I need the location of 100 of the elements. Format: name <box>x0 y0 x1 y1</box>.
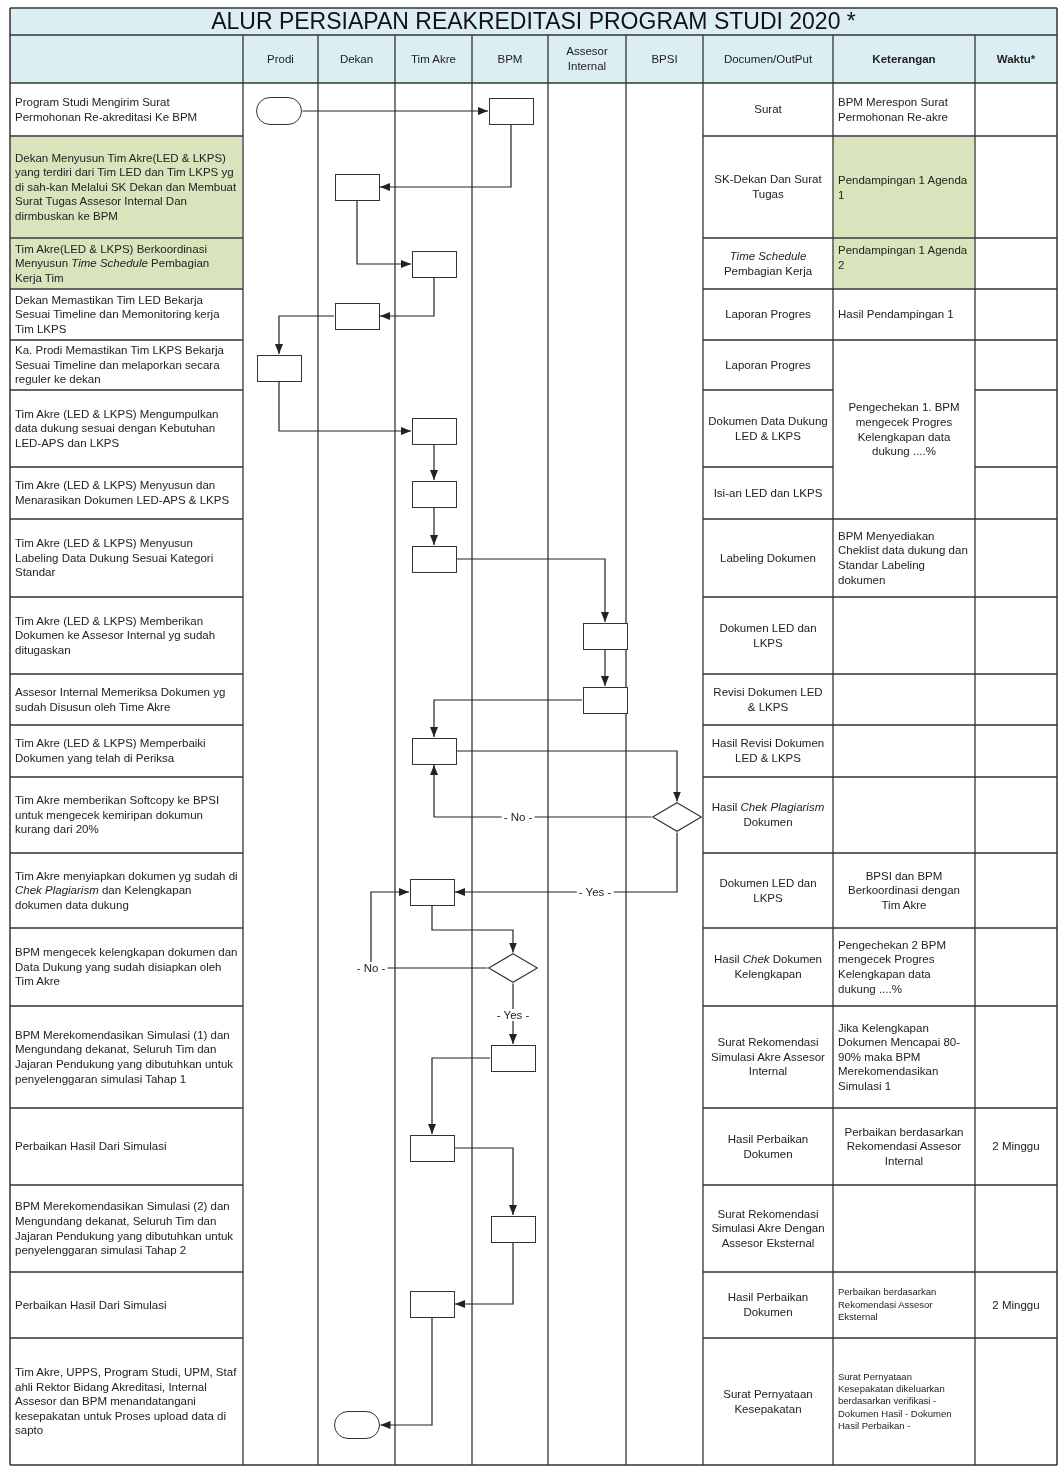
output-document: Revisi Dokumen LED & LKPS <box>712 684 824 715</box>
process-box <box>488 97 534 125</box>
remark-note: Perbaikan berdasarkan Rekomendasi Assesor Internal <box>843 1124 965 1169</box>
lane-header: Assesor Internal <box>565 44 609 74</box>
edge-label: - Yes - <box>576 886 614 898</box>
step-description: Ka. Prodi Memastikan Tim LKPS Bekarja Sesuai Timeline dan melaporkan secara reguler ke dekan <box>15 343 225 387</box>
lane-header: Tim Akre <box>410 51 457 67</box>
remark-note: Pendampingan 1 Agenda 1 <box>838 173 969 203</box>
remark-note: BPM Menyediakan Cheklist data dukung dan Standar Labeling dokumen <box>838 528 969 588</box>
process-box <box>409 878 455 906</box>
arrow <box>456 750 681 803</box>
arrow <box>301 107 489 115</box>
arrow <box>454 1147 517 1216</box>
process-box <box>334 302 380 330</box>
column-header: Keterangan <box>871 51 937 67</box>
step-description: BPM Merekomendasikan Simulasi (2) dan Mengundang dekanat, Seluruh Tim dan Jajaran Pendukung yang dibutuhkan untuk penyelenggaran simulasi Tahap 2 <box>15 1199 235 1258</box>
output-document: SK-Dekan Dan Surat Tugas <box>713 172 823 202</box>
process-box <box>582 622 628 650</box>
output-document: Laporan Progres <box>724 307 812 322</box>
arrow <box>356 200 412 268</box>
output-document: Hasil Perbaikan Dokumen <box>726 1290 810 1320</box>
remark-note: Perbaikan berdasarkan Rekomendasi Assesor Eksternal <box>838 1286 938 1324</box>
arrow <box>428 1057 491 1135</box>
output-document: Surat Rekomendasi Simulasi Akre Dengan Assesor Eksternal <box>710 1206 826 1251</box>
column-header: Documen/OutPut <box>722 51 814 67</box>
step-description: Perbaikan Hasil Dari Simulasi <box>15 1139 168 1154</box>
output-document: Surat <box>753 102 783 117</box>
output-document: Hasil Chek Plagiarism Dokumen <box>710 800 826 830</box>
process-box <box>582 686 628 714</box>
arrow <box>379 124 512 191</box>
process-box <box>411 250 457 278</box>
output-document: Laporan Progres <box>724 357 812 373</box>
step-description: Program Studi Mengirim Surat Permohonan Re-akreditasi Ke BPM <box>15 94 199 125</box>
process-box <box>409 1290 455 1318</box>
step-description: Tim Akre (LED & LKPS) Memberikan Dokumen ke Assesor Internal yg sudah ditugaskan <box>15 613 217 658</box>
edge-label: - No - <box>501 811 535 823</box>
lane-header: Dekan <box>338 51 375 67</box>
step-description: Tim Akre (LED & LKPS) Menyusun Labeling Data Dukung Sesuai Kategori Standar <box>15 536 215 580</box>
remark-note: Surat Pernyataan Kesepakatan dikeluarkan berdasarkan verifikasi - Dokumen Hasil - Dokumen Hasil Perbaikan - <box>838 1370 953 1433</box>
process-box <box>256 354 302 382</box>
arrow <box>601 649 609 687</box>
step-description: BPM mengecek kelengkapan dokumen dan Data Dukung yang sudah disiapkan oleh Tim Akre <box>15 945 238 989</box>
step-description: Perbaikan Hasil Dari Simulasi <box>15 1297 168 1313</box>
step-description: Tim Akre (LED & LKPS) Mengumpulkan data dukung sesuai dengan Kebutuhan LED-APS dan LKPS <box>15 406 220 451</box>
step-description: Assesor Internal Memeriksa Dokumen yg sudah Disusun oleh Time Akre <box>15 684 227 715</box>
process-box <box>409 1134 455 1162</box>
output-document: Dokumen LED dan LKPS <box>718 620 818 651</box>
output-document: Hasil Chek Dokumen Kelengkapan <box>712 952 823 982</box>
step-description: Tim Akre (LED & LKPS) Menyusun dan Menarasikan Dokumen LED-APS & LKPS <box>15 478 231 508</box>
process-box <box>490 1044 536 1072</box>
step-description: Dekan Memastikan Tim LED Bekarja Sesuai Timeline dan Memonitoring kerja Tim LKPS <box>15 292 221 337</box>
output-document: Surat Pernyataan Kesepakatan <box>722 1386 814 1417</box>
remark-note: Hasil Pendampingan 1 <box>838 307 955 322</box>
remark-note: Pengechekan 2 BPM mengecek Progres Kelengkapan data dukung ....% <box>838 937 948 997</box>
step-description: BPM Merekomendasikan Simulasi (1) dan Mengundang dekanat, Seluruh Tim dan Jajaran Pendukung yang dibutuhkan untuk penyelenggaran simulasi Tahap 1 <box>15 1027 235 1087</box>
arrow <box>370 888 489 969</box>
output-document: Hasil Perbaikan Dokumen <box>726 1131 810 1162</box>
process-box <box>411 480 457 508</box>
step-description: Tim Akre, UPPS, Program Studi, UPM, Staf ahli Rektor Bidang Akreditasi, Internal Assesor dan BPM menandatangani kesepakatan untuk Proses upload data di sapto <box>15 1365 238 1438</box>
duration-value: 2 Minggu <box>991 1139 1041 1154</box>
lane-header: BPSI <box>650 51 679 67</box>
decision-diamond <box>652 802 702 832</box>
step-description: Tim Akre memberikan Softcopy ke BPSI untuk mengecek kemiripan dokumun kurang dari 20% <box>15 793 221 837</box>
step-description: Dekan Menyusun Tim Akre(LED & LKPS) yang terdiri dari Tim LED dan Tim LKPS yg di sah-kan Melalui SK Dekan dan Membuat Surat Tugas Assesor Internal Dan dirmbuskan ke BPM <box>15 150 238 224</box>
arrow <box>430 444 438 481</box>
arrow <box>379 1317 433 1429</box>
arrow <box>456 558 609 623</box>
process-box <box>411 545 457 573</box>
remark-note: BPM Merespon Surat Permohonan Re-akre <box>838 94 949 125</box>
lane-header: Prodi <box>266 51 295 67</box>
remark-note: Pendampingan 1 Agenda 2 <box>838 243 969 273</box>
output-document: Isi-an LED dan LKPS <box>712 485 824 501</box>
arrow <box>379 277 435 320</box>
duration-value: 2 Minggu <box>991 1297 1041 1313</box>
step-description: Tim Akre(LED & LKPS) Berkoordinasi Menyusun Time Schedule Pembagian Kerja Tim <box>15 241 211 286</box>
arrow <box>278 381 412 435</box>
output-document: Labeling Dokumen <box>719 550 817 566</box>
arrow <box>454 1242 514 1308</box>
process-box <box>411 737 457 765</box>
output-document: Dokumen LED dan LKPS <box>718 875 818 906</box>
output-document: Hasil Revisi Dokumen LED & LKPS <box>710 736 826 766</box>
arrow <box>430 507 438 546</box>
output-document: Time Schedule Pembagian Kerja <box>722 248 814 279</box>
arrow <box>430 699 583 738</box>
edge-label: - No - <box>354 962 388 974</box>
process-box <box>490 1215 536 1243</box>
arrow <box>431 905 517 954</box>
step-description: Tim Akre (LED & LKPS) Memperbaiki Dokumen yang telah di Periksa <box>15 736 207 766</box>
output-document: Surat Rekomendasi Simulasi Akre Assesor Internal <box>710 1035 826 1079</box>
process-box <box>334 173 380 201</box>
remark-note: Pengechekan 1. BPM mengecek Progres Kelengkapan data dukung ....% <box>847 400 961 459</box>
remark-note: Jika Kelengkapan Dokumen Mencapai 80-90% maka BPM Merekomendasikan Simulasi 1 <box>838 1020 962 1094</box>
arrow <box>275 315 335 355</box>
edge-label: - Yes - <box>494 1009 532 1021</box>
process-box <box>411 417 457 445</box>
output-document: Dokumen Data Dukung LED & LKPS <box>708 413 828 444</box>
lane-header: BPM <box>496 51 524 67</box>
step-description: Tim Akre menyiapkan dokumen yg sudah di Chek Plagiarism dan Kelengkapan dokumen data dukung <box>15 868 238 913</box>
remark-note: BPSI dan BPM Berkoordinasi dengan Tim Akre <box>847 868 961 913</box>
column-header: Waktu* <box>995 51 1037 67</box>
